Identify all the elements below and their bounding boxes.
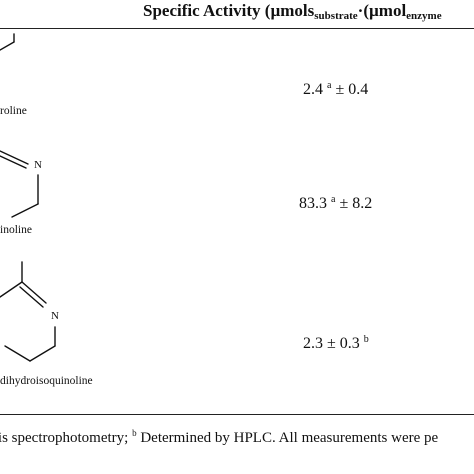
compound-name-row2: inoline <box>0 224 32 236</box>
structure-row3-nitrogen-label: N <box>51 310 59 322</box>
table-header-rule <box>0 28 474 29</box>
table-bottom-rule <box>0 414 474 415</box>
compound-name-row3: dihydroisoquinoline <box>0 375 93 387</box>
table-footnote: Vis spectrophotometry; b Determined by H… <box>0 428 439 446</box>
activity-value-row2: 83.3 a ± 8.2 <box>299 194 373 212</box>
structure-row2 <box>0 150 39 218</box>
activity-value-row3: 2.3 ± 0.3 b <box>303 334 369 352</box>
compound-name-row1: roline <box>0 105 27 117</box>
structure-row1 <box>0 33 15 51</box>
activity-value-row1: 2.4 a ± 0.4 <box>303 80 369 98</box>
structure-row2-nitrogen-label: N <box>34 159 42 171</box>
structure-row3 <box>0 261 56 362</box>
column-header-specific-activity: Specific Activity (µmolssubstrate·(µmole… <box>143 1 442 22</box>
